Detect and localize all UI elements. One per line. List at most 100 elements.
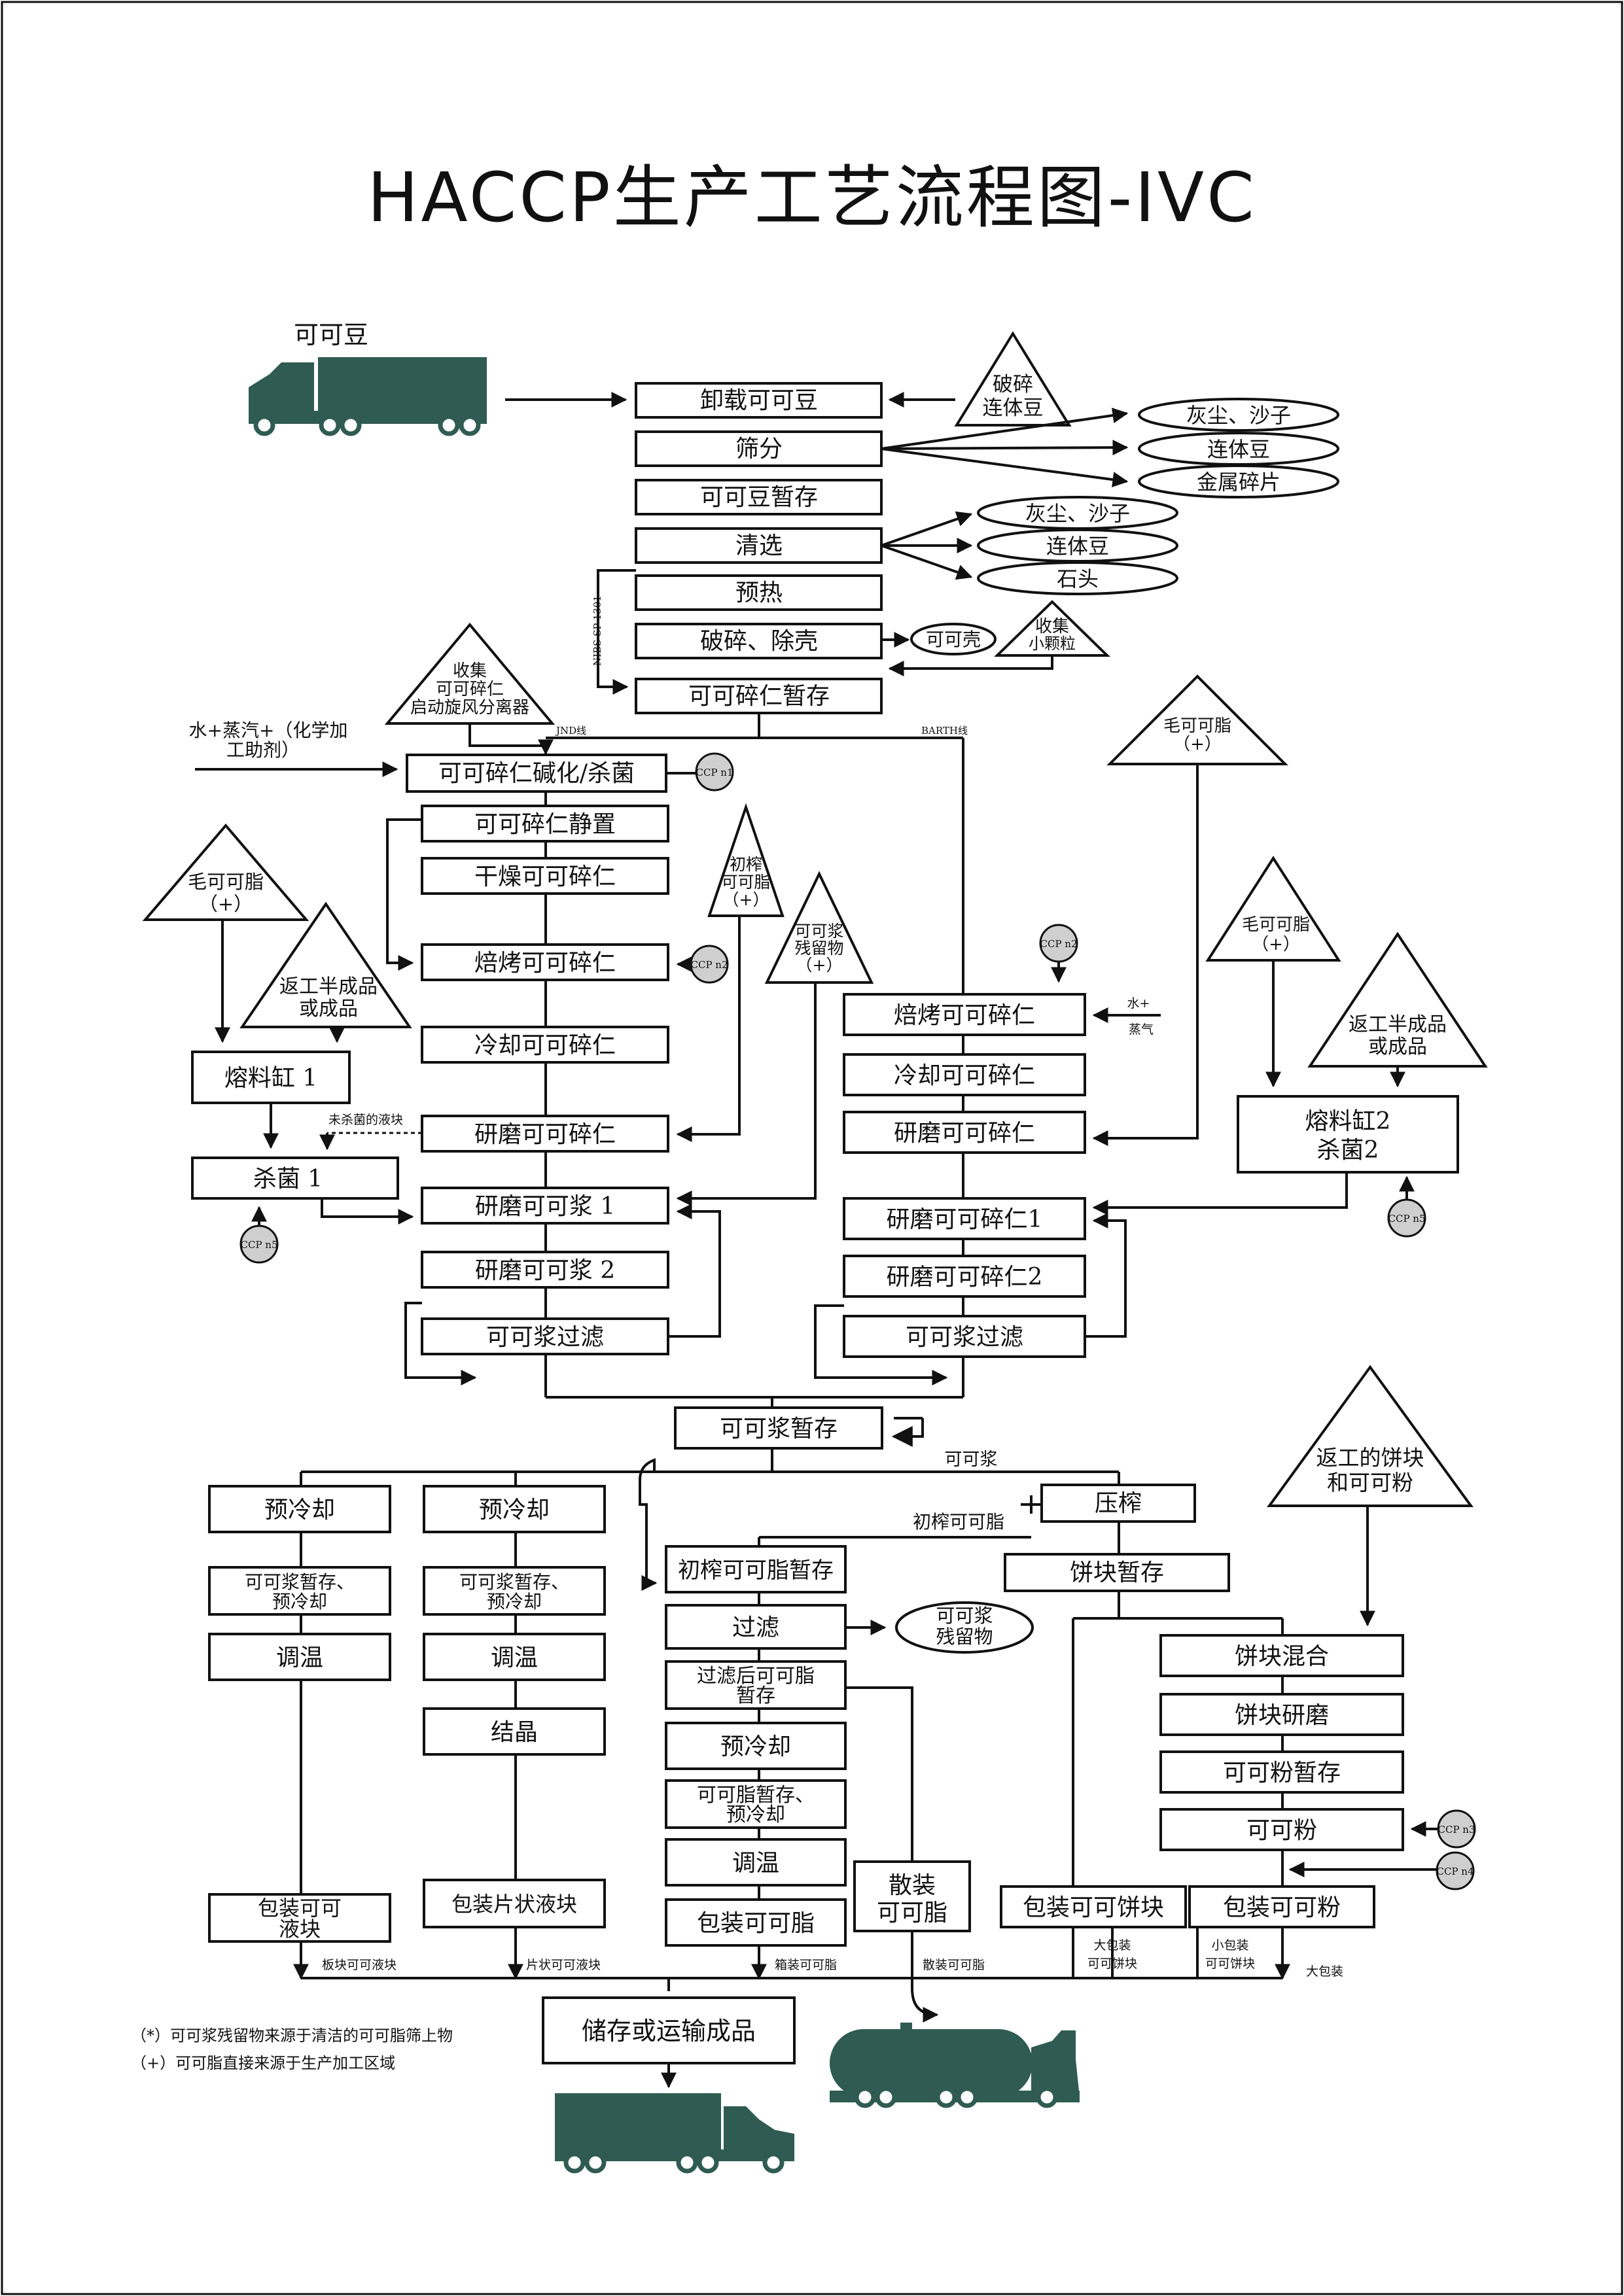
water-steam-right-2: 蒸气 [1129,1022,1154,1037]
svg-text:调温: 调温 [732,1850,779,1877]
arrow-bulk-to-tanker [911,1988,939,2023]
svg-text:CCP n2: CCP n2 [690,959,728,971]
svg-text:焙烤可可碎仁: 焙烤可可碎仁 [474,950,616,977]
svg-text:可可浆过滤: 可可浆过滤 [486,1324,604,1351]
unsterilized-label: 未杀菌的液块 [328,1113,403,1127]
label-big-pack: 大包装 [1306,1964,1343,1979]
arrow-filter-recycle-right [1085,1213,1127,1338]
svg-text:返工的饼块: 返工的饼块 [1316,1445,1424,1470]
box-cake-mix: 饼块混合 [1159,1634,1404,1677]
box-rest: 可可碎仁静置 [421,805,669,843]
ellipse-sieve-twin: 连体豆 [1138,432,1339,466]
svg-text:筛分: 筛分 [735,436,783,462]
note-1: （*）可可浆残留物来源于清洁的可可脂筛上物 [131,2026,453,2045]
ccp-n2-right-icon: CCP n2 [1039,924,1078,963]
svg-text:研磨可可碎仁1: 研磨可可碎仁1 [887,1206,1043,1233]
label-boxed-butter: 箱装可可脂 [775,1958,837,1972]
svg-text:灰尘、沙子: 灰尘、沙子 [1025,501,1130,526]
box-temper-1: 调温 [208,1633,391,1681]
box-precool-1: 预冷却 [208,1485,391,1533]
box-unload: 卸载可可豆 [635,382,883,419]
arrow-press-butter-loop [639,1458,658,1591]
box-filter-left: 可可浆过滤 [421,1317,669,1355]
triangle-rework-right: 返工半成品 或成品 [1307,931,1488,1068]
box-store-transport: 储存或运输成品 [542,1996,796,2064]
water-steam-1: 水+蒸汽+（化学加 [189,720,348,741]
svg-text:CCP n4: CCP n4 [1436,1866,1474,1877]
svg-text:研磨可可碎仁2: 研磨可可碎仁2 [887,1264,1043,1291]
svg-text:饼块暂存: 饼块暂存 [1070,1559,1164,1586]
svg-text:预冷却: 预冷却 [272,1591,327,1612]
svg-text:小颗粒: 小颗粒 [1029,635,1076,653]
svg-text:压榨: 压榨 [1095,1490,1142,1517]
box-dry: 干燥可可碎仁 [421,857,669,895]
svg-text:预冷却: 预冷却 [726,1803,785,1826]
arrow-sieve-out1 [881,408,1129,450]
box-butter-filter: 过滤 [665,1604,847,1650]
svg-text:CCP n2: CCP n2 [1040,938,1077,950]
svg-text:可可碎仁碱化/杀菌: 可可碎仁碱化/杀菌 [438,760,635,787]
box-powder-storage: 可可粉暂存 [1159,1750,1404,1794]
svg-text:焙烤可可碎仁: 焙烤可可碎仁 [894,1002,1035,1029]
box-butter-store-precool: 可可脂暂存、 预冷却 [665,1779,847,1829]
label-big-cake-1: 大包装 [1093,1938,1131,1953]
svg-text:饼块混合: 饼块混合 [1235,1643,1329,1670]
arrow-residue-to-liquor [676,983,817,1206]
svg-text:结晶: 结晶 [491,1719,538,1746]
jnd-label: JND线 [555,725,586,737]
svg-text:可可碎仁静置: 可可碎仁静置 [474,811,616,838]
press-butter-label: 初榨可可脂 [913,1511,1004,1533]
box-liquor-storage: 可可浆暂存 [674,1406,883,1450]
svg-text:毛可可脂: 毛可可脂 [1163,716,1231,736]
ccp-n3-icon: CCP n3 [1437,1809,1476,1849]
svg-text:（+）: （+） [723,890,769,909]
arrow-sieve-out3 [881,447,1129,488]
svg-text:石头: 石头 [1057,566,1099,591]
svg-text:包装可可脂: 包装可可脂 [697,1910,815,1937]
svg-text:可可浆暂存、: 可可浆暂存、 [459,1571,569,1593]
arrow-filter-bypass-right [814,1304,948,1385]
arrow-sterilize-to-liquor [321,1198,414,1225]
svg-text:灰尘、沙子: 灰尘、沙子 [1186,403,1291,428]
label-bulk-butter: 散装可可脂 [923,1958,985,1972]
svg-text:预冷却: 预冷却 [264,1497,335,1523]
arrow-press-butter-to-grind [676,916,741,1142]
box-pack-butter: 包装可可脂 [665,1898,847,1947]
label-small-cake-2: 可可饼块 [1205,1957,1255,1971]
svg-text:可可浆: 可可浆 [936,1605,993,1627]
box-cleaning: 清选 [635,527,883,564]
svg-text:可可碎仁: 可可碎仁 [436,680,504,699]
svg-text:熔料缸 1: 熔料缸 1 [224,1065,317,1092]
svg-text:收集: 收集 [453,661,487,681]
arrow-small-to-storage [888,655,1053,676]
box-sieve: 筛分 [635,430,883,467]
svg-text:破碎: 破碎 [993,373,1033,396]
box-alkalize: 可可碎仁碱化/杀菌 [406,754,667,793]
svg-text:预冷却: 预冷却 [487,1591,542,1612]
box-grind1-right: 研磨可可碎仁1 [843,1197,1086,1240]
svg-text:（+）: （+） [199,893,253,915]
nibs-label: NIBS SP-1301 [591,595,603,666]
svg-text:收集: 收集 [1035,617,1069,636]
box-powder: 可可粉 [1159,1808,1404,1851]
svg-text:CCP n5: CCP n5 [240,1239,277,1251]
water-steam-right-1: 水+ [1127,996,1150,1011]
svg-text:连体豆: 连体豆 [1207,437,1270,462]
svg-text:CCP n3: CCP n3 [1438,1824,1475,1835]
svg-text:预热: 预热 [735,580,783,606]
nibs-bypass-line [597,569,636,695]
svg-text:破碎、除壳: 破碎、除壳 [700,628,818,655]
svg-text:干燥可可碎仁: 干燥可可碎仁 [474,863,616,890]
box-pack-cake: 包装可可饼块 [1000,1885,1187,1928]
box-filtered-butter: 过滤后可可脂 暂存 [665,1660,847,1710]
svg-text:包装可可饼块: 包装可可饼块 [1023,1894,1164,1921]
arrow-raw-butter-to-grind-right [1092,764,1199,1146]
svg-text:包装可可: 包装可可 [258,1896,342,1921]
arrow-tank2-to-grind1 [1092,1172,1348,1215]
ccp-n5-left-icon: CCP n5 [239,1225,279,1264]
svg-text:可可脂: 可可脂 [877,1900,947,1926]
svg-text:包装片状液块: 包装片状液块 [451,1892,577,1917]
svg-text:储存或运输成品: 储存或运输成品 [582,2017,756,2045]
